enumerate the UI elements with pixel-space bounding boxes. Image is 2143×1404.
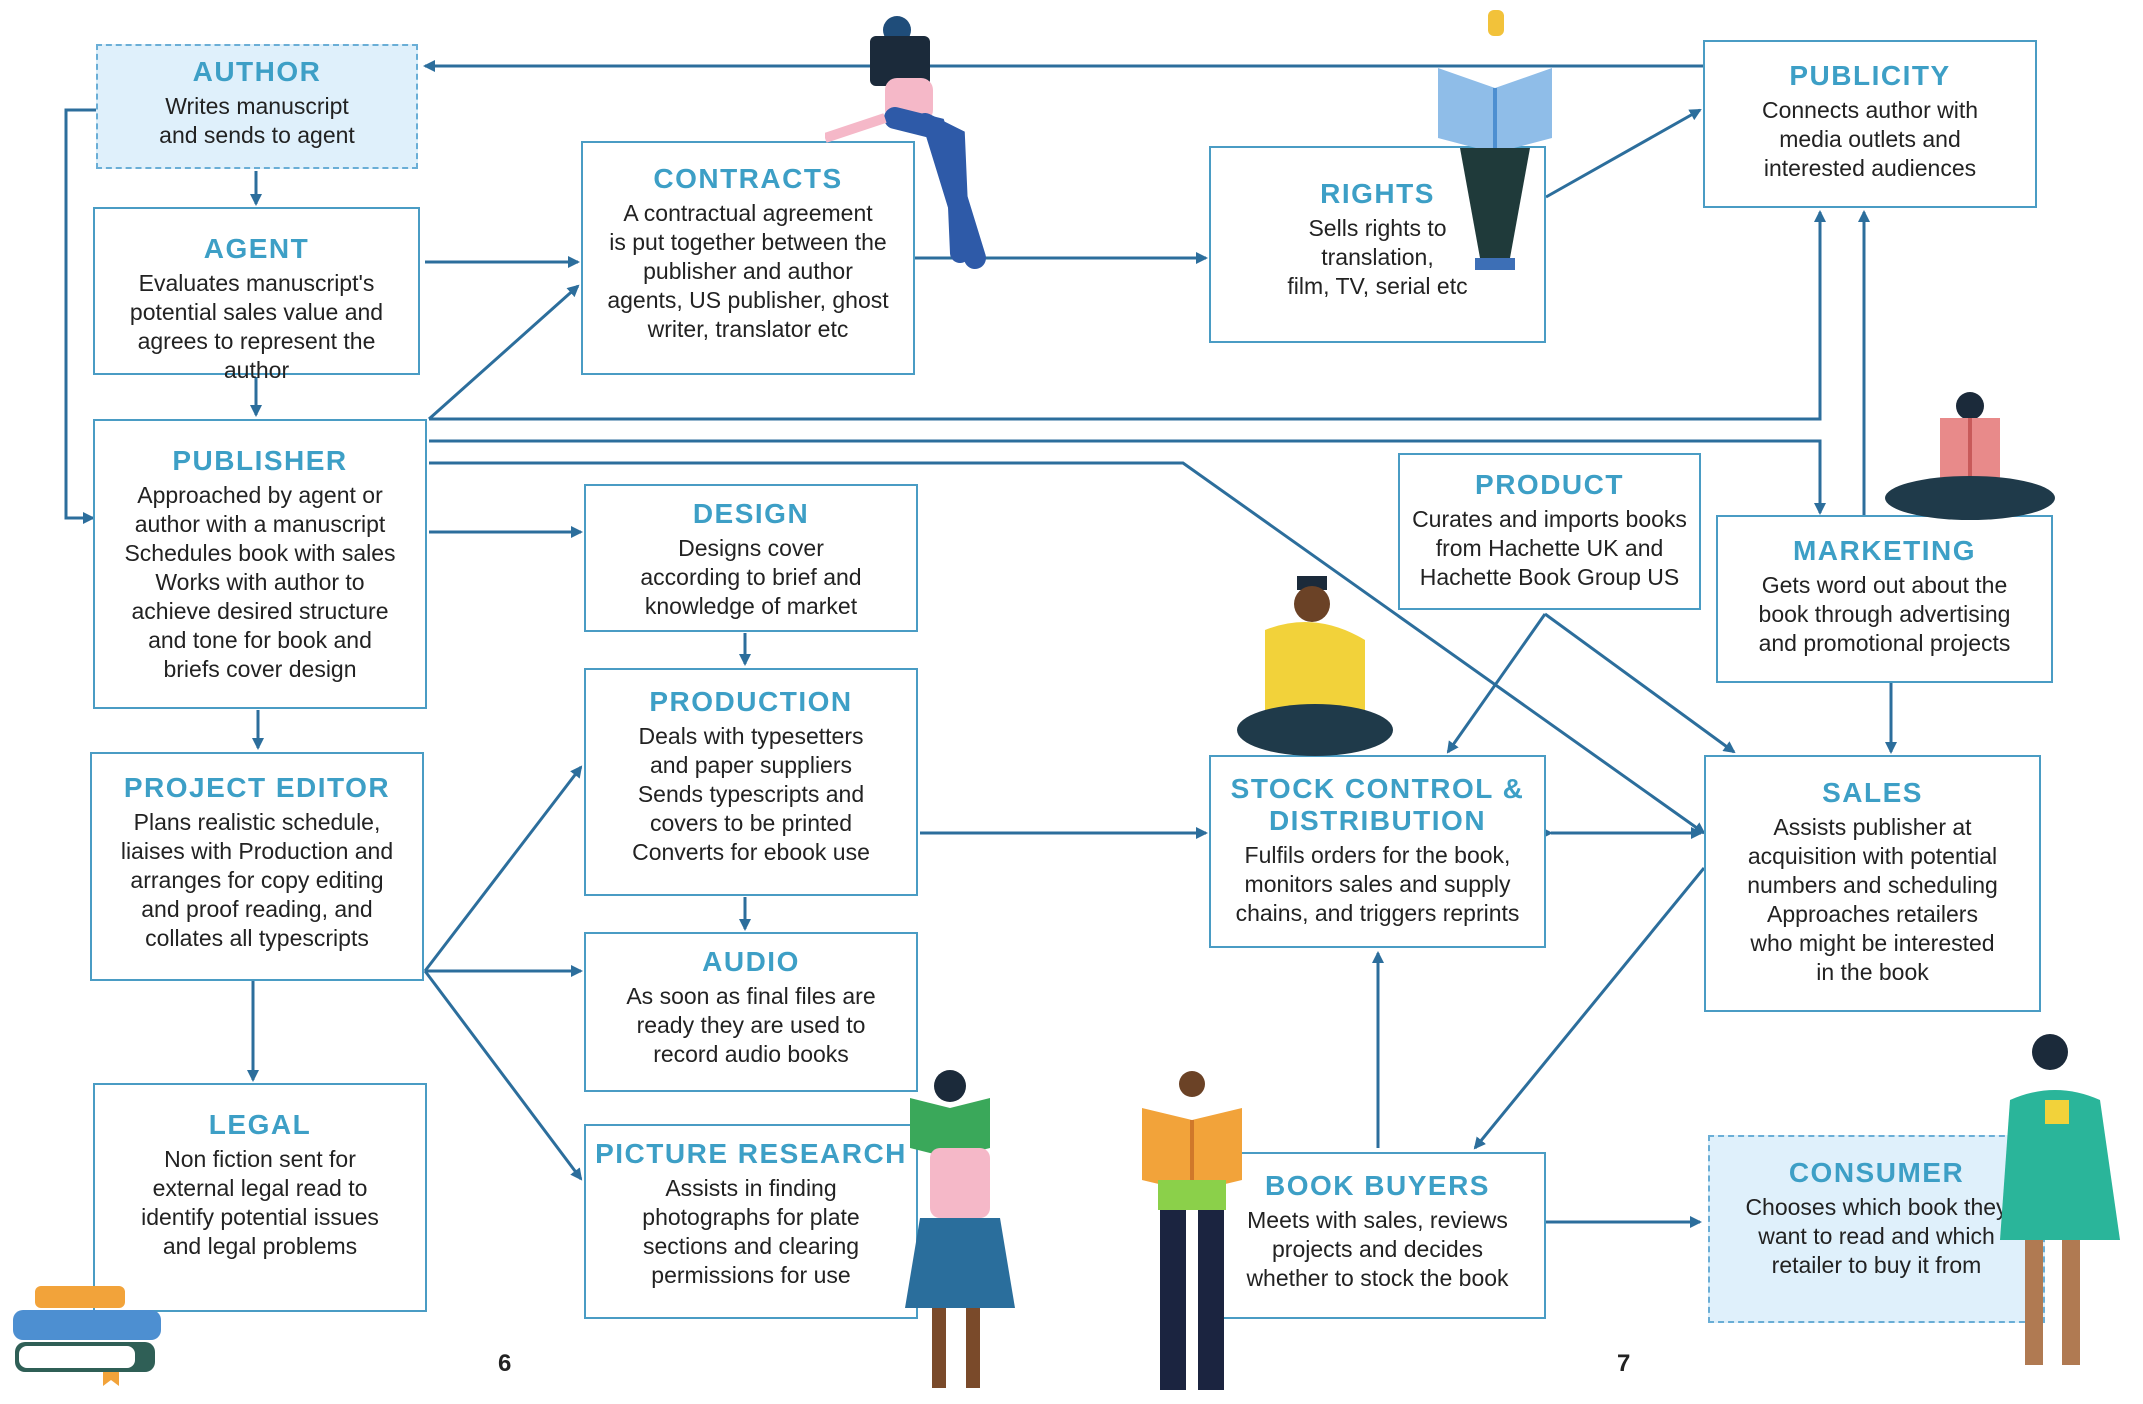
design-desc: Designs cover according to brief and kno… bbox=[640, 535, 862, 619]
contracts-title: CONTRACTS bbox=[653, 163, 843, 194]
reader-crosslegged-marketing-illustration bbox=[1885, 392, 2055, 520]
publicity-title: PUBLICITY bbox=[1789, 60, 1951, 91]
legal-title: LEGAL bbox=[208, 1109, 312, 1140]
stacked-books-illustration bbox=[13, 1286, 161, 1386]
design-title: DESIGN bbox=[692, 498, 810, 529]
author-box: AUTHOR Writes manuscript and sends to ag… bbox=[96, 44, 418, 169]
arrow-publisher-to-marketing bbox=[429, 439, 1826, 515]
audio-title: AUDIO bbox=[702, 946, 800, 977]
audio-box: AUDIO As soon as final files are ready t… bbox=[584, 932, 918, 1092]
book-buyers-box: BOOK BUYERS Meets with sales, reviews pr… bbox=[1209, 1152, 1546, 1319]
arrow-author-to-publisher bbox=[64, 108, 96, 524]
marketing-box: MARKETING Gets word out about the book t… bbox=[1716, 515, 2053, 683]
product-title: PRODUCT bbox=[1475, 469, 1624, 500]
sales-box: SALES Assists publisher at acquisition w… bbox=[1704, 755, 2041, 1012]
legal-box: LEGAL Non fiction sent for external lega… bbox=[93, 1083, 427, 1312]
agent-desc: Evaluates manuscript's potential sales v… bbox=[129, 270, 384, 383]
reader-standing-rights-illustration bbox=[1438, 10, 1552, 270]
reader-sitting-top-illustration bbox=[825, 16, 986, 269]
sales-title: SALES bbox=[1822, 777, 1923, 808]
legal-desc: Non fiction sent for external legal read… bbox=[141, 1146, 379, 1259]
stock-control-box: STOCK CONTROL & DISTRIBUTION Fulfils ord… bbox=[1209, 755, 1546, 948]
contracts-desc: A contractual agreement is put together … bbox=[607, 200, 889, 342]
reader-green-book-illustration bbox=[905, 1070, 1015, 1388]
arrow-sales-to-book-buyers bbox=[1473, 867, 1706, 1150]
author-desc: Writes manuscript and sends to agent bbox=[159, 93, 355, 148]
consumer-desc: Chooses which book they want to read and… bbox=[1745, 1194, 2008, 1278]
publisher-desc: Approached by agent or author with a man… bbox=[124, 482, 396, 682]
marketing-desc: Gets word out about the book through adv… bbox=[1758, 572, 2011, 656]
production-title: PRODUCTION bbox=[649, 686, 853, 717]
design-box: DESIGN Designs cover according to brief … bbox=[584, 484, 918, 632]
arrow-product-to-sales bbox=[1544, 612, 1736, 754]
picture-research-desc: Assists in finding photographs for plate… bbox=[642, 1175, 860, 1288]
picture-research-box: PICTURE RESEARCH Assists in finding phot… bbox=[584, 1124, 918, 1319]
publicity-desc: Connects author with media outlets and i… bbox=[1761, 97, 1979, 181]
page-number-left: 6 bbox=[498, 1350, 512, 1377]
production-box: PRODUCTION Deals with typesetters and pa… bbox=[584, 668, 918, 896]
arrow-project-editor-to-picture-research bbox=[423, 970, 583, 1181]
author-title: AUTHOR bbox=[192, 56, 322, 87]
arrow-project-editor-to-production bbox=[423, 765, 583, 972]
project-editor-desc: Plans realistic schedule, liaises with P… bbox=[120, 809, 394, 951]
arrow-publisher-to-contracts bbox=[428, 284, 580, 421]
rights-title: RIGHTS bbox=[1320, 178, 1435, 209]
consumer-woman-illustration bbox=[2000, 1034, 2120, 1365]
product-desc: Curates and imports books from Hachette … bbox=[1412, 506, 1687, 590]
publisher-title: PUBLISHER bbox=[172, 445, 348, 476]
picture-research-title: PICTURE RESEARCH bbox=[595, 1138, 907, 1169]
contracts-box: CONTRACTS A contractual agreement is put… bbox=[581, 141, 915, 375]
stock-control-title: STOCK CONTROL & DISTRIBUTION bbox=[1230, 773, 1525, 836]
reader-orange-book-illustration bbox=[1142, 1071, 1242, 1390]
agent-box: AGENT Evaluates manuscript's potential s… bbox=[93, 207, 420, 383]
product-box: PRODUCT Curates and imports books from H… bbox=[1398, 453, 1701, 610]
rights-desc: Sells rights to translation, film, TV, s… bbox=[1287, 215, 1468, 299]
project-editor-title: PROJECT EDITOR bbox=[123, 772, 391, 803]
agent-title: AGENT bbox=[203, 233, 310, 264]
arrow-publisher-to-sales bbox=[429, 461, 1706, 835]
audio-desc: As soon as final files are ready they ar… bbox=[626, 983, 876, 1067]
sales-desc: Assists publisher at acquisition with po… bbox=[1747, 814, 1998, 985]
marketing-title: MARKETING bbox=[1792, 535, 1977, 566]
consumer-box: CONSUMER Chooses which book they want to… bbox=[1708, 1135, 2045, 1323]
consumer-title: CONSUMER bbox=[1788, 1157, 1965, 1188]
arrow-publisher-to-publicity bbox=[429, 210, 1826, 421]
publisher-box: PUBLISHER Approached by agent or author … bbox=[93, 419, 427, 709]
reader-thinking-yellow-illustration bbox=[1237, 576, 1393, 756]
publicity-box: PUBLICITY Connects author with media out… bbox=[1703, 40, 2037, 208]
book-buyers-desc: Meets with sales, reviews projects and d… bbox=[1246, 1207, 1509, 1291]
page-number-right: 7 bbox=[1617, 1350, 1631, 1377]
stock-control-desc: Fulfils orders for the book, monitors sa… bbox=[1235, 842, 1520, 926]
project-editor-box: PROJECT EDITOR Plans realistic schedule,… bbox=[90, 752, 424, 981]
arrow-product-to-stock bbox=[1446, 613, 1547, 754]
book-buyers-title: BOOK BUYERS bbox=[1265, 1170, 1490, 1201]
production-desc: Deals with typesetters and paper supplie… bbox=[632, 723, 870, 865]
arrow-rights-to-publicity bbox=[1545, 108, 1702, 199]
